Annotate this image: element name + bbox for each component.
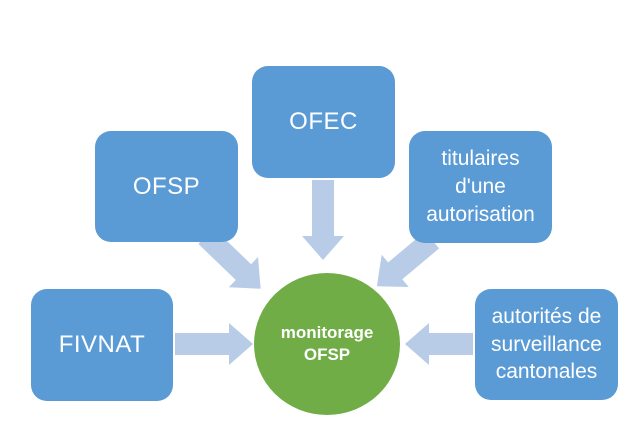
node-ofsp-label: OFSP (132, 172, 201, 200)
node-titulaires-label: titulaires d'une autorisation (426, 147, 535, 226)
arrow-autorites-to-center-icon (405, 323, 473, 365)
node-titulaires: titulaires d'une autorisation (409, 131, 552, 243)
node-autorites-label: autorités de surveillance cantonales (491, 304, 602, 384)
node-fivnat: FIVNAT (31, 289, 173, 401)
node-ofec: OFEC (252, 66, 395, 178)
node-monitorage-center: monitorage OFSP (254, 273, 400, 415)
node-monitorage-center-label: monitorage OFSP (280, 322, 374, 364)
arrow-fivnat-to-center-icon (175, 323, 253, 365)
node-autorites: autorités de surveillance cantonales (475, 289, 618, 400)
arrow-ofsp-to-center-icon (198, 228, 261, 289)
arrow-titulaires-to-center-icon (376, 231, 440, 287)
node-ofec-label: OFEC (289, 108, 358, 135)
node-fivnat-label: FIVNAT (58, 331, 146, 358)
node-ofsp: OFSP (95, 131, 238, 242)
arrow-ofec-to-center-icon (302, 180, 344, 260)
